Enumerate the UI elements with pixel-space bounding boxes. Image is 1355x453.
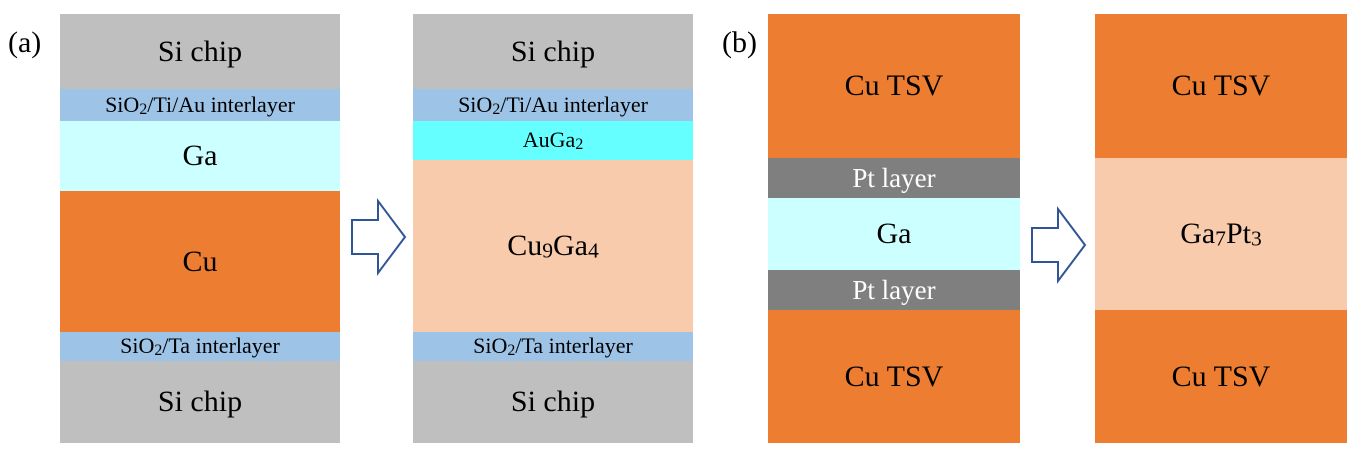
layer-label: Si chip: [510, 34, 596, 68]
sio2-ti-au-interlayer: SiO2/Ti/Au interlayer: [60, 89, 340, 121]
ga-layer: Ga: [60, 121, 340, 191]
layer-label: Si chip: [510, 385, 596, 418]
si-chip-bottom-layer: Si chip: [413, 361, 693, 443]
layer-label: Ga7Pt3: [1180, 216, 1262, 251]
panel-a-label: (a): [8, 26, 42, 59]
layer-label: Si chip: [157, 34, 243, 68]
layer-label: Cu TSV: [1171, 359, 1271, 393]
transition-arrow-icon: [351, 198, 407, 276]
layer-label: SiO2/Ta interlayer: [473, 333, 633, 359]
layer-label: SiO2/Ti/Au interlayer: [458, 91, 648, 118]
layer-label: Cu TSV: [844, 359, 944, 393]
layer-label: Ga: [876, 217, 912, 250]
transition-arrow-icon: [1031, 206, 1087, 284]
pt-layer-top: Pt layer: [768, 158, 1020, 198]
layer-label: SiO2/Ta interlayer: [120, 333, 280, 359]
cu9ga4-layer: Cu9Ga4: [413, 160, 693, 332]
panel-a-before-stack: Si chip SiO2/Ti/Au interlayer Ga Cu SiO2…: [60, 14, 340, 443]
layer-label: Si chip: [157, 385, 243, 418]
sio2-ta-interlayer: SiO2/Ta interlayer: [60, 332, 340, 361]
auga2-layer: AuGa2: [413, 121, 693, 160]
layer-label: Cu9Ga4: [507, 228, 599, 263]
panel-b-label: (b): [722, 26, 757, 59]
layer-label: Cu: [182, 244, 218, 278]
layer-label: Pt layer: [852, 274, 936, 305]
cu-tsv-bottom-layer: Cu TSV: [1095, 310, 1347, 443]
ga7pt3-layer: Ga7Pt3: [1095, 158, 1347, 310]
panel-b-before-stack: Cu TSV Pt layer Ga Pt layer Cu TSV: [768, 14, 1020, 443]
cu-tsv-top-layer: Cu TSV: [768, 14, 1020, 158]
layer-label: Ga: [182, 139, 218, 172]
layer-label: AuGa2: [522, 127, 584, 153]
layer-label: Pt layer: [852, 162, 936, 193]
layer-label: SiO2/Ti/Au interlayer: [105, 91, 295, 118]
sio2-ti-au-interlayer: SiO2/Ti/Au interlayer: [413, 89, 693, 121]
panel-a-after-stack: Si chip SiO2/Ti/Au interlayer AuGa2 Cu9G…: [413, 14, 693, 443]
layer-label: Cu TSV: [844, 69, 944, 102]
si-chip-top-layer: Si chip: [60, 14, 340, 89]
si-chip-bottom-layer: Si chip: [60, 361, 340, 443]
cu-tsv-bottom-layer: Cu TSV: [768, 310, 1020, 443]
pt-layer-bottom: Pt layer: [768, 270, 1020, 310]
layer-label: Cu TSV: [1171, 69, 1271, 102]
cu-layer: Cu: [60, 191, 340, 332]
sio2-ta-interlayer: SiO2/Ta interlayer: [413, 332, 693, 361]
ga-layer: Ga: [768, 198, 1020, 270]
cu-tsv-top-layer: Cu TSV: [1095, 14, 1347, 158]
panel-b-after-stack: Cu TSV Ga7Pt3 Cu TSV: [1095, 14, 1347, 443]
si-chip-top-layer: Si chip: [413, 14, 693, 89]
